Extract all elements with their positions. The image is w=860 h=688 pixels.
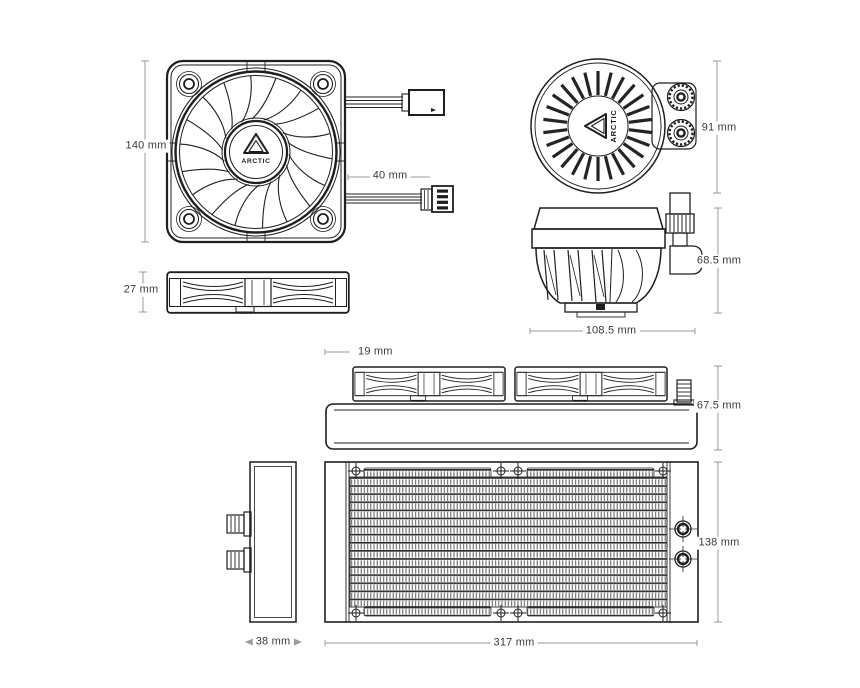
dim-label-pump-length: 108.5 mm xyxy=(582,324,640,338)
radiator-ports xyxy=(669,516,697,572)
radiator-end-body xyxy=(249,461,297,623)
radiator-hose-barb-2 xyxy=(226,547,252,573)
dim-label-radiator-length: 317 mm xyxy=(490,636,538,650)
pump-side-view xyxy=(531,192,703,318)
pump-top-cap xyxy=(533,207,664,230)
fan-socket-connector xyxy=(408,89,445,116)
pump-body xyxy=(530,58,666,194)
dim-label-radiator-width: 138 mm xyxy=(695,536,743,550)
fan-hub xyxy=(223,119,289,185)
dim-label-fan-depth: 27 mm xyxy=(120,283,162,297)
radiator-body-side xyxy=(325,403,698,450)
dim-label-pump-height: 68.5 mm xyxy=(693,254,745,268)
pump-top-view: ARCTIC xyxy=(530,58,697,194)
fan-ring xyxy=(174,70,338,234)
dim-label-pump-width: 91 mm xyxy=(698,121,740,135)
dim-label-fan-size: 140 mm xyxy=(122,139,170,153)
radiator-end-view xyxy=(226,461,297,623)
radiator-fins xyxy=(349,476,668,608)
radiator-hose-barb-1 xyxy=(226,511,252,537)
fan-cable-top xyxy=(345,89,445,116)
dim-cable-length-line xyxy=(347,174,430,180)
pump-fins xyxy=(543,71,653,181)
arctic-logo-pump: ARCTIC xyxy=(584,109,618,143)
dim-label-radiator-fan-height: 67.5 mm xyxy=(693,399,745,413)
radiator-fan-2 xyxy=(514,366,668,402)
radiator-top-view xyxy=(324,461,699,623)
dim-label-fan-inset: 19 mm xyxy=(355,345,396,359)
pump-logo-text: ARCTIC xyxy=(609,109,618,142)
radiator-side-fitting xyxy=(673,379,695,406)
fan-logo-text: ARCTIC xyxy=(241,158,270,165)
arctic-triangle-icon xyxy=(584,113,607,139)
fan-blades xyxy=(179,75,333,229)
fan-cable-pwm xyxy=(345,185,454,213)
radiator-side-view xyxy=(325,366,698,450)
pump-hose-fitting-1 xyxy=(666,82,696,112)
arctic-logo-fan: ARCTIC xyxy=(241,133,270,165)
radiator-fan-1 xyxy=(352,366,506,402)
cable-strain-relief xyxy=(401,93,410,112)
pump-hose-fitting-2 xyxy=(666,118,696,148)
fan-mount-holes xyxy=(176,71,336,232)
dim-fan-inset-line xyxy=(324,349,350,355)
pump-fitting-plate xyxy=(651,82,697,150)
fan-side-view xyxy=(166,271,350,314)
fan-front-view: ARCTIC xyxy=(165,59,347,244)
pwm-connector xyxy=(431,185,454,213)
dim-label-cable-length: 40 mm xyxy=(369,169,411,183)
dim-label-radiator-depth: 38 mm xyxy=(252,635,294,649)
radiator-screws xyxy=(348,463,671,621)
arctic-triangle-icon xyxy=(243,133,269,154)
dim-radiator-depth-line xyxy=(245,638,302,646)
